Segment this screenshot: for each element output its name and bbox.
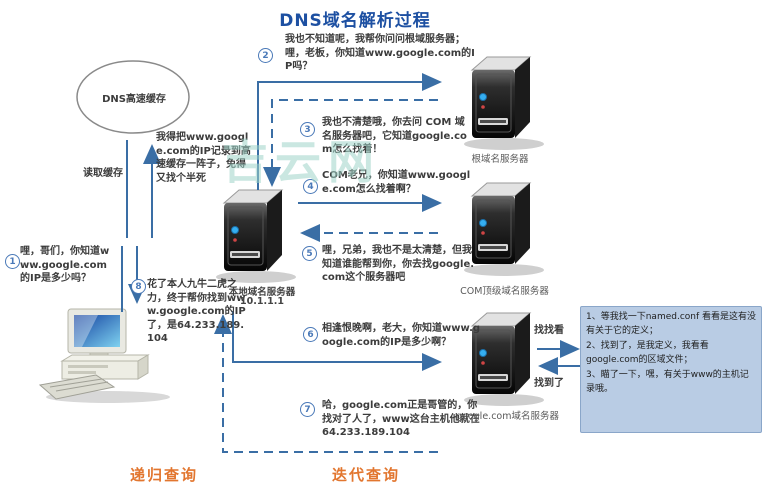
step-3-number: 3 <box>300 122 315 137</box>
local-server-label: 本地域名服务器 <box>228 287 296 298</box>
iterative-query-label: 迭代查询 <box>332 466 401 484</box>
root-server-label: 根域名服务器 <box>471 154 529 165</box>
step-4-number: 4 <box>303 179 318 194</box>
step-4-text: COM老兄，你知道www.google.com怎么找着啊？ <box>322 170 471 195</box>
step-7-number: 7 <box>300 402 315 417</box>
step-6-text: 相逢恨晚啊，老大，你知道www.google.com的IP是多少啊？ <box>322 323 481 348</box>
recursive-query-label: 递归查询 <box>130 466 199 484</box>
note-line-1: 1、等我找一下named.conf 看看是这有没有关于它的定义； <box>586 312 757 336</box>
step-5-number: 5 <box>302 246 317 261</box>
lookup-found-label: 找到了 <box>534 378 564 389</box>
arrow-step6-query <box>232 311 442 371</box>
local-server-ip: 10.1.1.1 <box>240 296 284 307</box>
step-8-number: 8 <box>131 279 146 294</box>
arrow-step2-query <box>257 73 442 190</box>
google-server-label: google.com域名服务器 <box>456 411 559 422</box>
dns-cache-cloud <box>76 60 190 134</box>
lookup-search-label: 找找看 <box>534 325 564 336</box>
named-conf-note-box: 1、等我找一下named.conf 看看是这有没有关于它的定义； 2、找到了，是… <box>580 306 762 433</box>
step-1-text: 哩，哥们，你知道www.google.com的IP是多少吗？ <box>20 246 110 284</box>
client-pc-icon <box>38 308 170 403</box>
local-dns-server-icon <box>215 189 297 284</box>
step-5-text: 哩，兄弟，我也不是太清楚，但我知道谁能帮到你，你去找google.com这个服务… <box>322 245 475 283</box>
step-7-text: 哈，google.com正是哥管的，你找对了人了，www这台主机他就在64.23… <box>322 400 480 438</box>
cache-write-note: 我得把www.google.com的IP记录到高速缓存一阵子，免得又找个半死 <box>156 132 251 184</box>
step-1-number: 1 <box>5 254 20 269</box>
com-server-label: COM顶级域名服务器 <box>460 286 549 297</box>
step-8-text: 花了本人九牛二虎之力，终于帮你找到www.google.com的IP了，是64.… <box>147 279 246 344</box>
query-response-arrows <box>121 73 580 453</box>
cache-read-label: 读取缓存 <box>83 168 123 179</box>
arrow-step7-response <box>214 314 438 453</box>
arrow-step3-response <box>263 99 438 187</box>
note-line-3: 3、瞄了一下，嘿，有关于www的主机记录哦。 <box>586 369 749 394</box>
step-3-text: 我也不清楚哦，你去问 COM 域名服务器吧，它知道google.com怎么找着！ <box>322 117 467 155</box>
root-server-icon <box>463 56 545 151</box>
step-6-number: 6 <box>303 327 318 342</box>
step-2-text: 我也不知道呢，我帮你问问根域服务器；哩，老板，你知道www.google.com… <box>285 34 475 72</box>
dns-cache-label: DNS高速缓存 <box>102 94 166 105</box>
note-line-2: 2、找到了，是我定义，我看看google.com的区域文件； <box>586 340 709 365</box>
page-title: DNS域名解析过程 <box>279 11 431 31</box>
step-2-number: 2 <box>258 48 273 63</box>
